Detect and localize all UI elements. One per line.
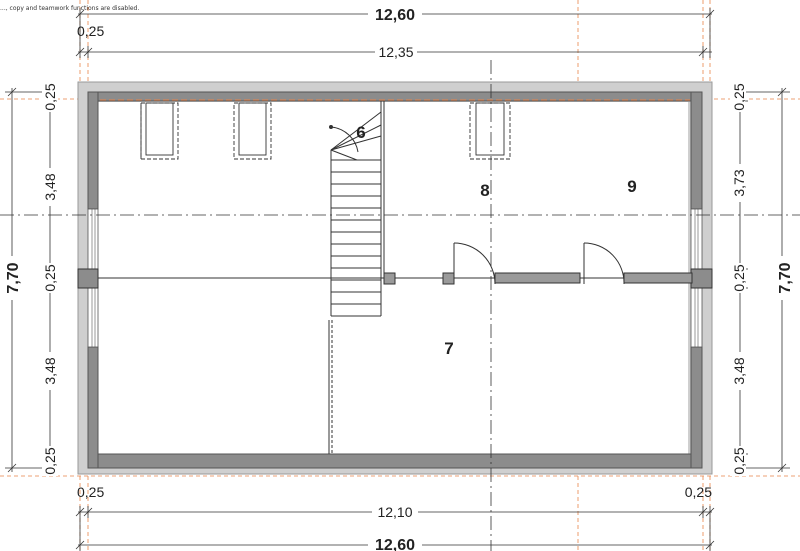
dim-right-seg-1: 0,25 (731, 83, 747, 110)
wall-right-lower (690, 346, 703, 469)
wall-left-upper (87, 91, 99, 210)
doors (453, 242, 625, 285)
disabled-functions-notice: ..., copy and teamwork functions are dis… (0, 5, 140, 12)
dim-right-total: 7,70 (777, 262, 794, 293)
middle-wall-ends (77, 268, 713, 289)
dim-top-offset: 0,25 (77, 23, 104, 39)
dim-right-seg-2: 3,73 (731, 169, 747, 196)
dim-bottom-inner: 12,10 (377, 504, 412, 520)
dim-left-seg-2: 3,48 (42, 173, 58, 200)
dim-bottom-left-offset: 0,25 (77, 484, 104, 500)
room-label-hall[interactable]: 8 (480, 181, 489, 200)
dim-right-seg-4: 3,48 (731, 357, 747, 384)
dim-bottom-total: 12,60 (375, 537, 415, 551)
room-label-right[interactable]: 9 (627, 177, 636, 196)
dim-left-total: 7,70 (5, 262, 22, 293)
wall-left-lower (87, 346, 99, 469)
room-label-stair[interactable]: 6 (356, 123, 365, 142)
exterior-walls (87, 91, 703, 469)
skylights (140, 102, 511, 160)
staircase (329, 101, 385, 317)
dim-bottom-right-offset: 0,25 (685, 484, 712, 500)
dim-left-seg-4: 3,48 (42, 357, 58, 384)
dim-top-inner: 12,35 (378, 44, 413, 60)
dim-right-seg-3: 0,25 (731, 264, 747, 291)
dim-top-total: 12,60 (375, 7, 415, 24)
lower-partition (328, 320, 333, 454)
dim-right-seg-5: 0,25 (731, 447, 747, 474)
axis-lines (0, 60, 800, 551)
dim-left-seg-1: 0,25 (42, 83, 58, 110)
dim-left-seg-5: 0,25 (42, 447, 58, 474)
room-label-lower[interactable]: 7 (444, 339, 453, 358)
wall-bottom (87, 453, 703, 469)
wall-right-upper (690, 91, 703, 210)
left-dimension-texts: 7,70 0,25 3,48 0,25 3,48 0,25 (3, 82, 58, 476)
right-dimension-texts: 7,70 0,25 3,73 0,25 3,48 0,25 (730, 82, 794, 476)
dim-left-seg-3: 0,25 (42, 264, 58, 291)
